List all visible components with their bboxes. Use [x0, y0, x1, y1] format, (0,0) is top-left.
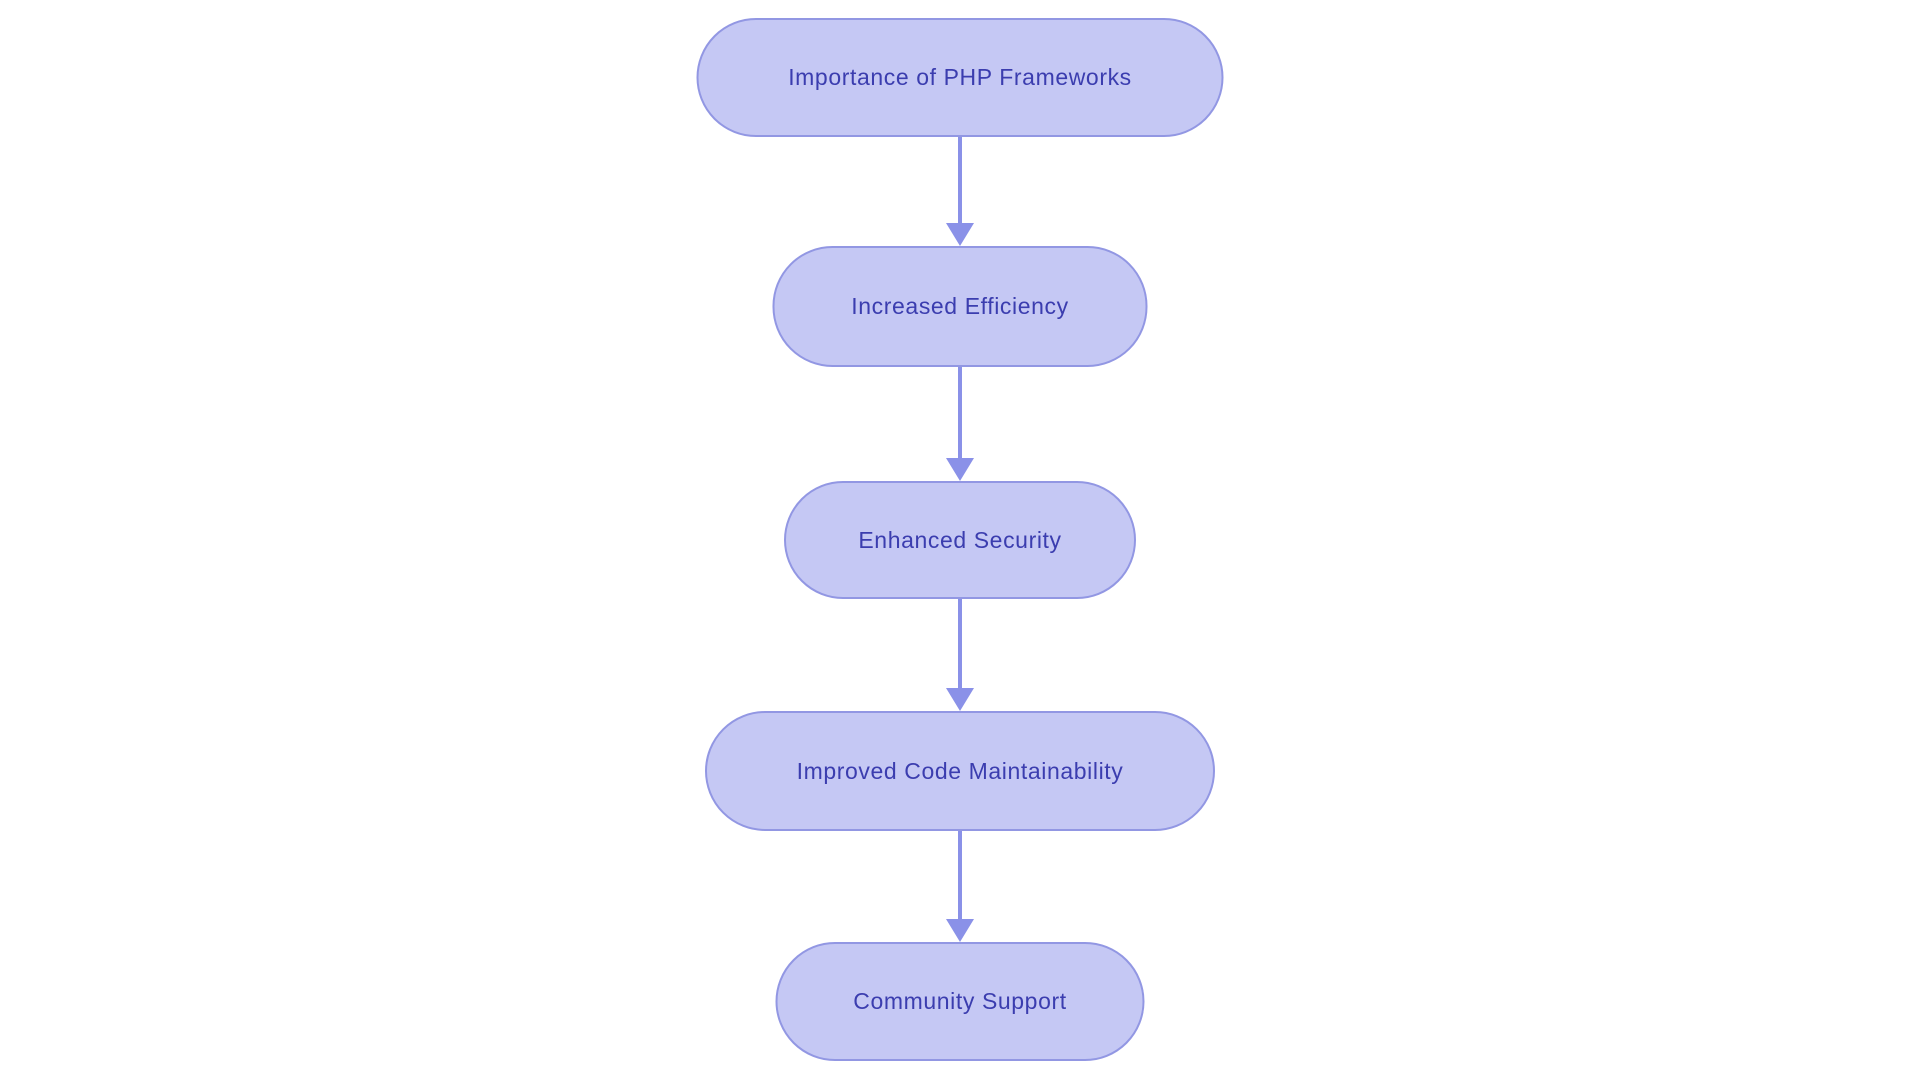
arrow-shaft — [958, 599, 962, 688]
flow-node-increased-efficiency: Increased Efficiency — [772, 246, 1148, 367]
arrow-head-icon — [946, 688, 974, 711]
flow-node-community-support: Community Support — [775, 942, 1145, 1061]
flow-node-improved-code-maintainability: Improved Code Maintainability — [705, 711, 1215, 831]
node-label: Community Support — [853, 988, 1067, 1014]
arrow-shaft — [958, 137, 962, 223]
arrow-head-icon — [946, 458, 974, 481]
node-label: Increased Efficiency — [851, 293, 1069, 319]
arrow-head-icon — [946, 919, 974, 942]
node-label: Importance of PHP Frameworks — [788, 64, 1132, 90]
arrow-shaft — [958, 831, 962, 919]
flow-node-enhanced-security: Enhanced Security — [784, 481, 1136, 599]
arrow-head-icon — [946, 223, 974, 246]
flow-arrow-1-2 — [946, 137, 974, 246]
flow-arrow-2-3 — [946, 367, 974, 481]
node-label: Improved Code Maintainability — [796, 757, 1124, 784]
flow-arrow-4-5 — [946, 831, 974, 942]
arrow-shaft — [958, 367, 962, 458]
flow-arrow-3-4 — [946, 599, 974, 711]
flow-node-importance-of-php-frameworks: Importance of PHP Frameworks — [696, 18, 1224, 137]
node-label: Enhanced Security — [858, 526, 1062, 553]
